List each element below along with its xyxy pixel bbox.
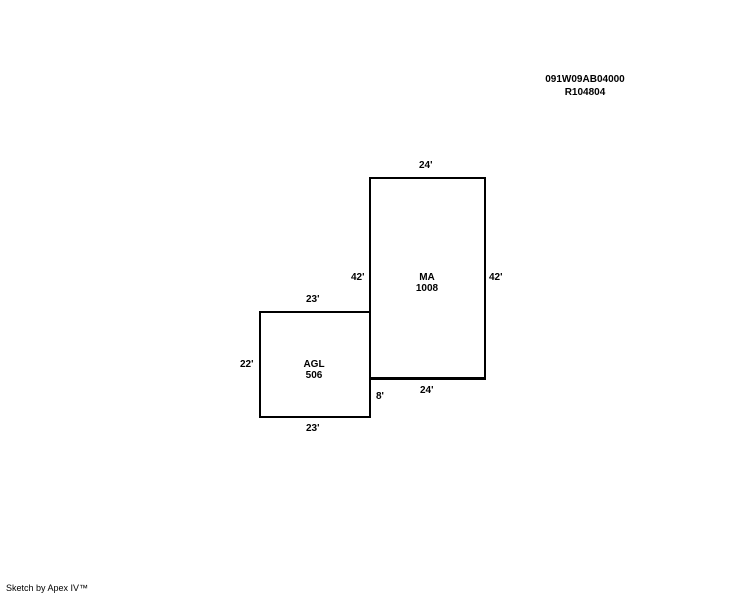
dim-offset: 8' bbox=[376, 391, 384, 402]
parcel-id: 091W09AB04000 bbox=[545, 74, 625, 85]
room-ma-label: MA 1008 bbox=[397, 272, 457, 294]
room-agl-area: 506 bbox=[305, 370, 323, 381]
account-id: R104804 bbox=[564, 87, 606, 98]
room-agl-outline bbox=[259, 311, 371, 418]
dim-ma-top: 24' bbox=[419, 160, 433, 171]
room-agl-code: AGL bbox=[303, 359, 325, 370]
dim-ma-bottom: 24' bbox=[420, 385, 434, 396]
room-ma-code: MA bbox=[419, 272, 435, 283]
dim-ma-left: 42' bbox=[351, 272, 365, 283]
room-ma-bottom-edge bbox=[369, 377, 486, 380]
dim-agl-bottom: 23' bbox=[306, 423, 320, 434]
footer-credit: Sketch by Apex IV™ bbox=[6, 583, 89, 593]
room-ma-area: 1008 bbox=[415, 283, 439, 294]
room-agl-label: AGL 506 bbox=[284, 359, 344, 381]
dim-agl-left: 22' bbox=[240, 359, 254, 370]
dim-ma-right: 42' bbox=[489, 272, 503, 283]
dim-agl-top: 23' bbox=[306, 294, 320, 305]
